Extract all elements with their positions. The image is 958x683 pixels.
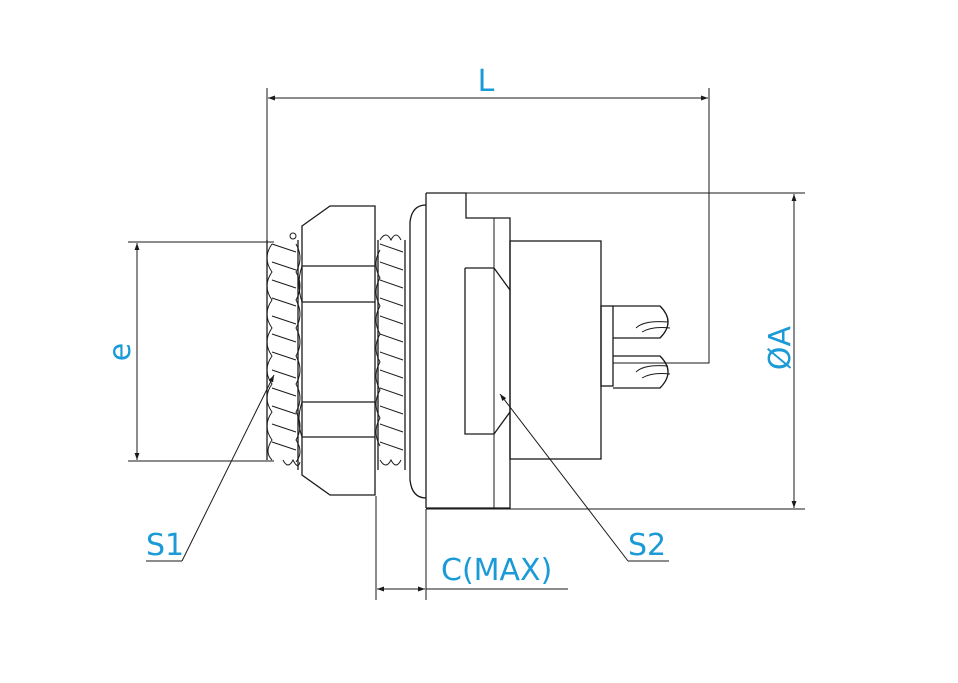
S1-leader-line [181,374,275,562]
label-A: ØA [763,325,798,370]
S2-leader-line [499,393,629,562]
thread-bottom-wave [282,458,301,466]
contact-pins [600,305,671,389]
pin-lower [613,355,669,389]
thread-dot [289,232,297,240]
dimension-e [128,241,274,462]
pin-base [600,305,614,387]
dimension-L [266,88,710,364]
L-ext-right [613,88,710,364]
label-e: e [103,343,138,361]
label-L: L [478,64,495,99]
flange-shoulder [409,204,427,499]
label-S2: S2 [628,528,666,563]
rear-body [509,240,602,460]
thread-crest-left [266,243,273,461]
dimension-C [375,496,568,600]
rthread-crest [375,249,381,447]
flange-window [464,267,511,435]
connector-body [409,192,602,509]
pin-lower-tip [635,365,671,379]
right-thread [375,234,406,470]
dimension-A [426,192,805,510]
flange-outline [425,192,511,509]
label-C: C(MAX) [441,553,552,588]
hex-nut [298,205,376,496]
leader-S1 [146,374,275,562]
left-thread [266,232,301,470]
rthread-ends [379,234,402,466]
thread-lines-right [379,243,404,451]
thread-lines-left [271,243,297,451]
leader-S2 [499,393,669,562]
pin-upper-tip [635,321,671,333]
thread-crest-right [295,243,301,463]
label-S1: S1 [146,528,184,563]
nut-outline [301,205,376,496]
